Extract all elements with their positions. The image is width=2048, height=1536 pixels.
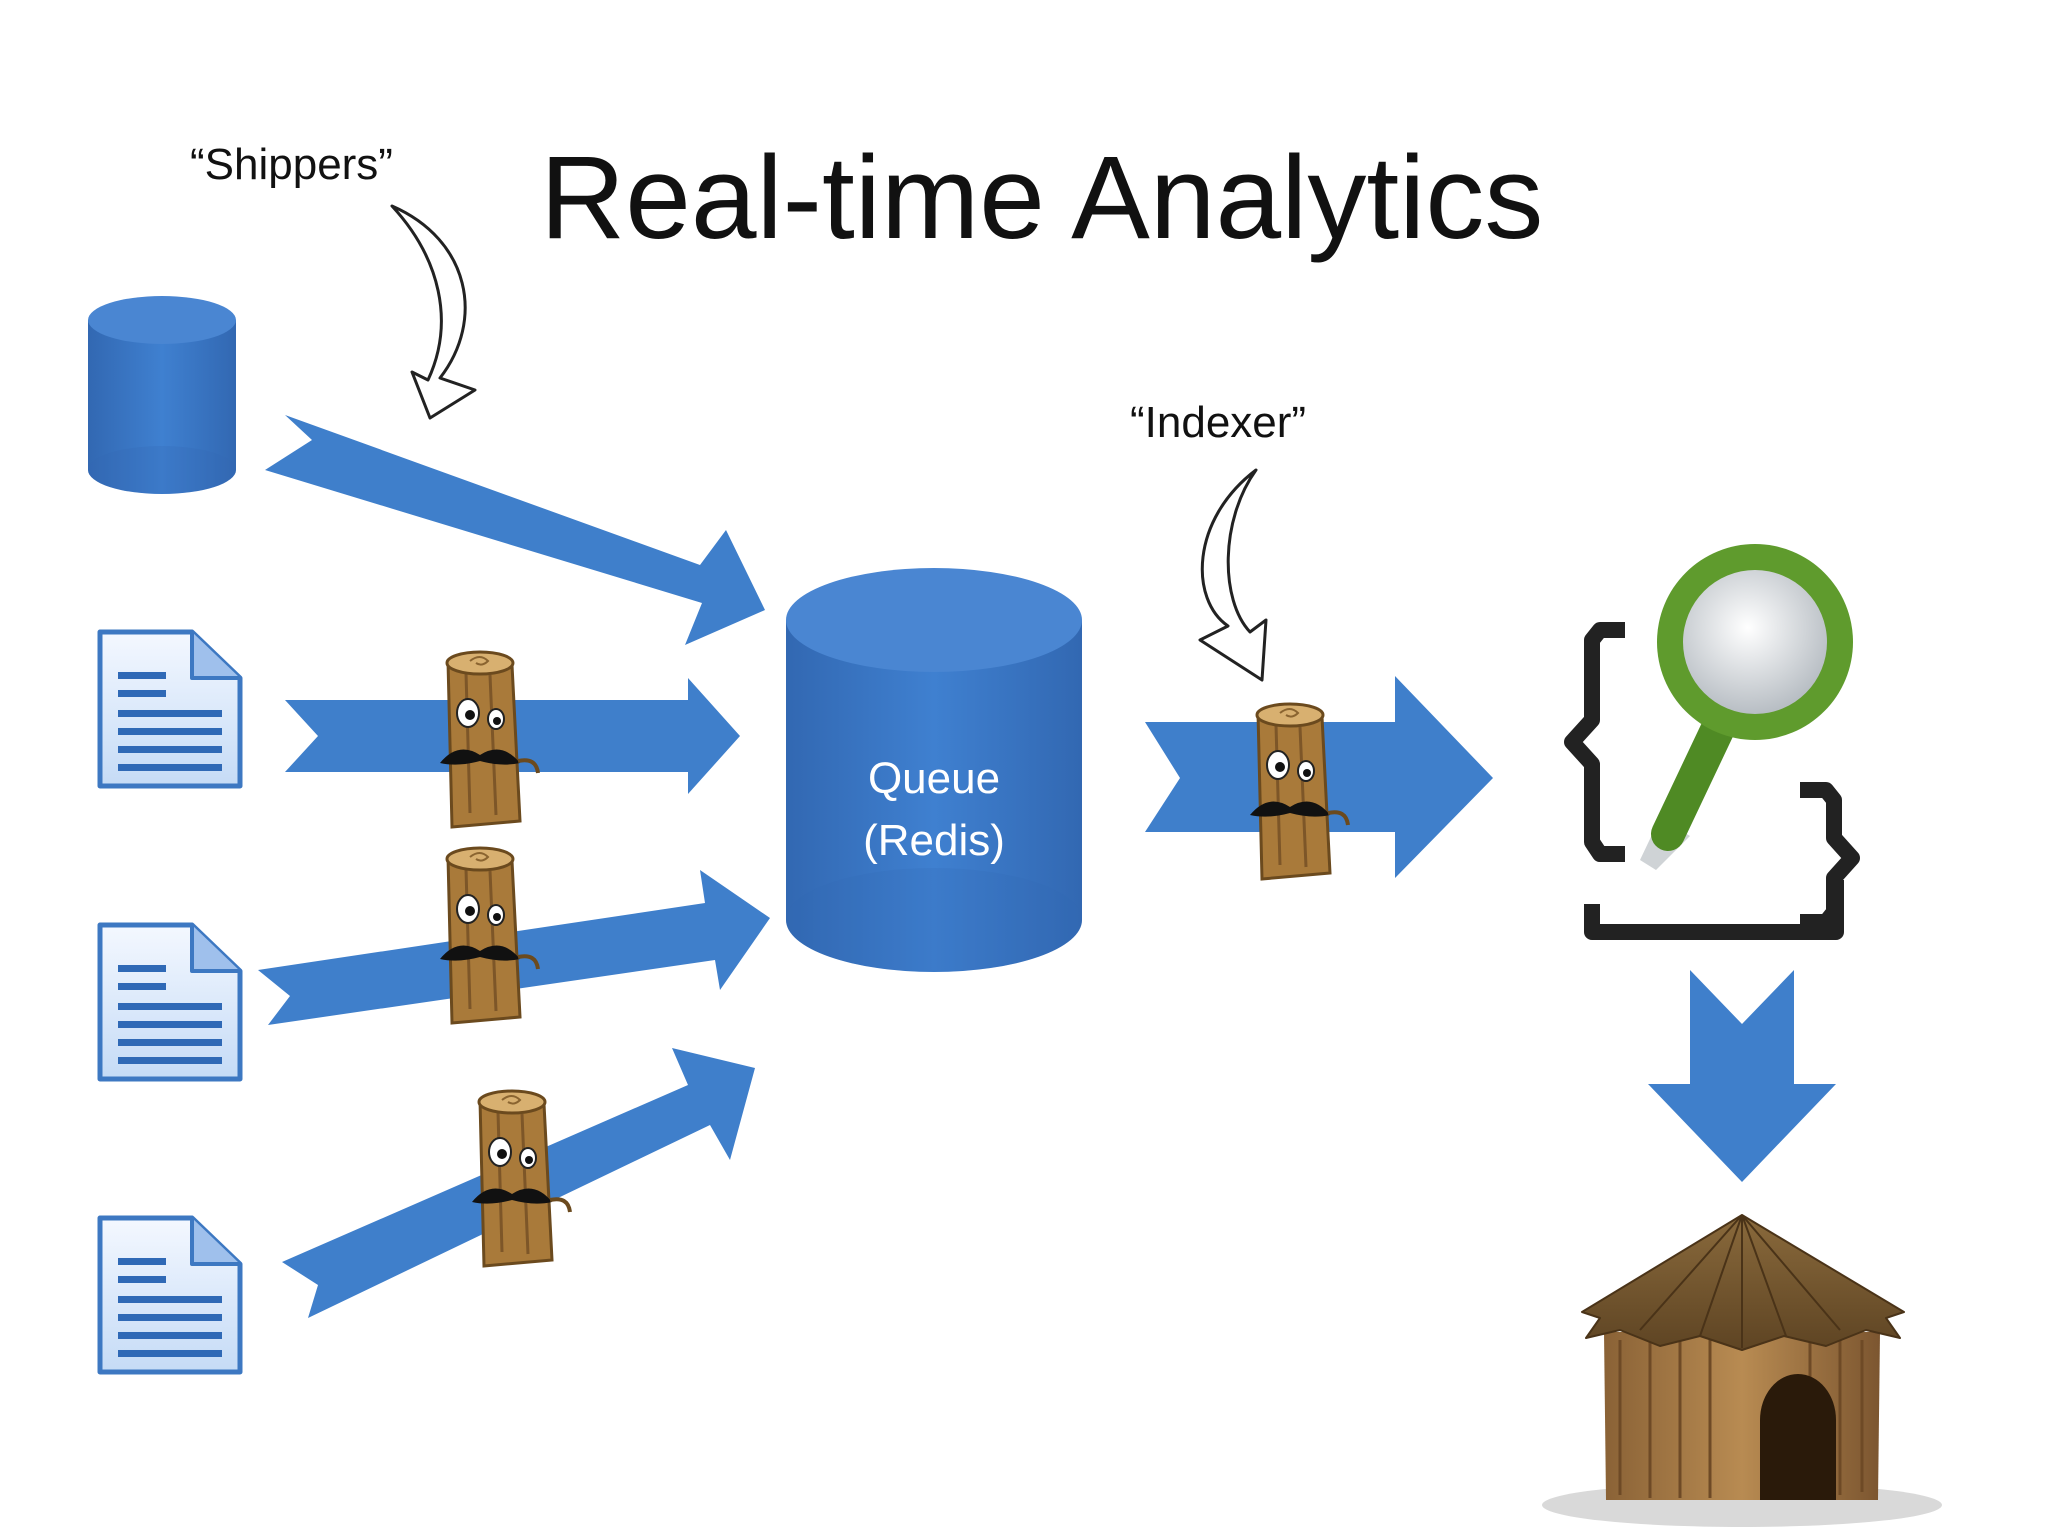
shippers-callout-label: “Shippers”: [190, 140, 393, 189]
source-document-icon: [100, 1218, 240, 1372]
indexer-callout-label: “Indexer”: [1130, 398, 1307, 447]
search-braces-icon: [1564, 544, 1860, 940]
queue-label: Queue (Redis): [786, 748, 1082, 872]
queue-label-name: Queue: [867, 754, 1001, 803]
source-document-icon: [100, 925, 240, 1079]
source-database-icon: [88, 296, 236, 494]
storage-hut-icon: [1542, 1214, 1942, 1527]
flow-arrow: [265, 415, 765, 645]
shippers-callout-arrow: [390, 204, 477, 420]
indexer-callout-arrow: [1198, 468, 1268, 682]
queue-label-tech: (Redis): [863, 816, 1005, 865]
queue-cylinder: [786, 568, 1082, 972]
slide-title: Real-time Analytics: [540, 132, 1544, 264]
source-document-icon: [100, 632, 240, 786]
flow-arrow: [1648, 970, 1836, 1182]
